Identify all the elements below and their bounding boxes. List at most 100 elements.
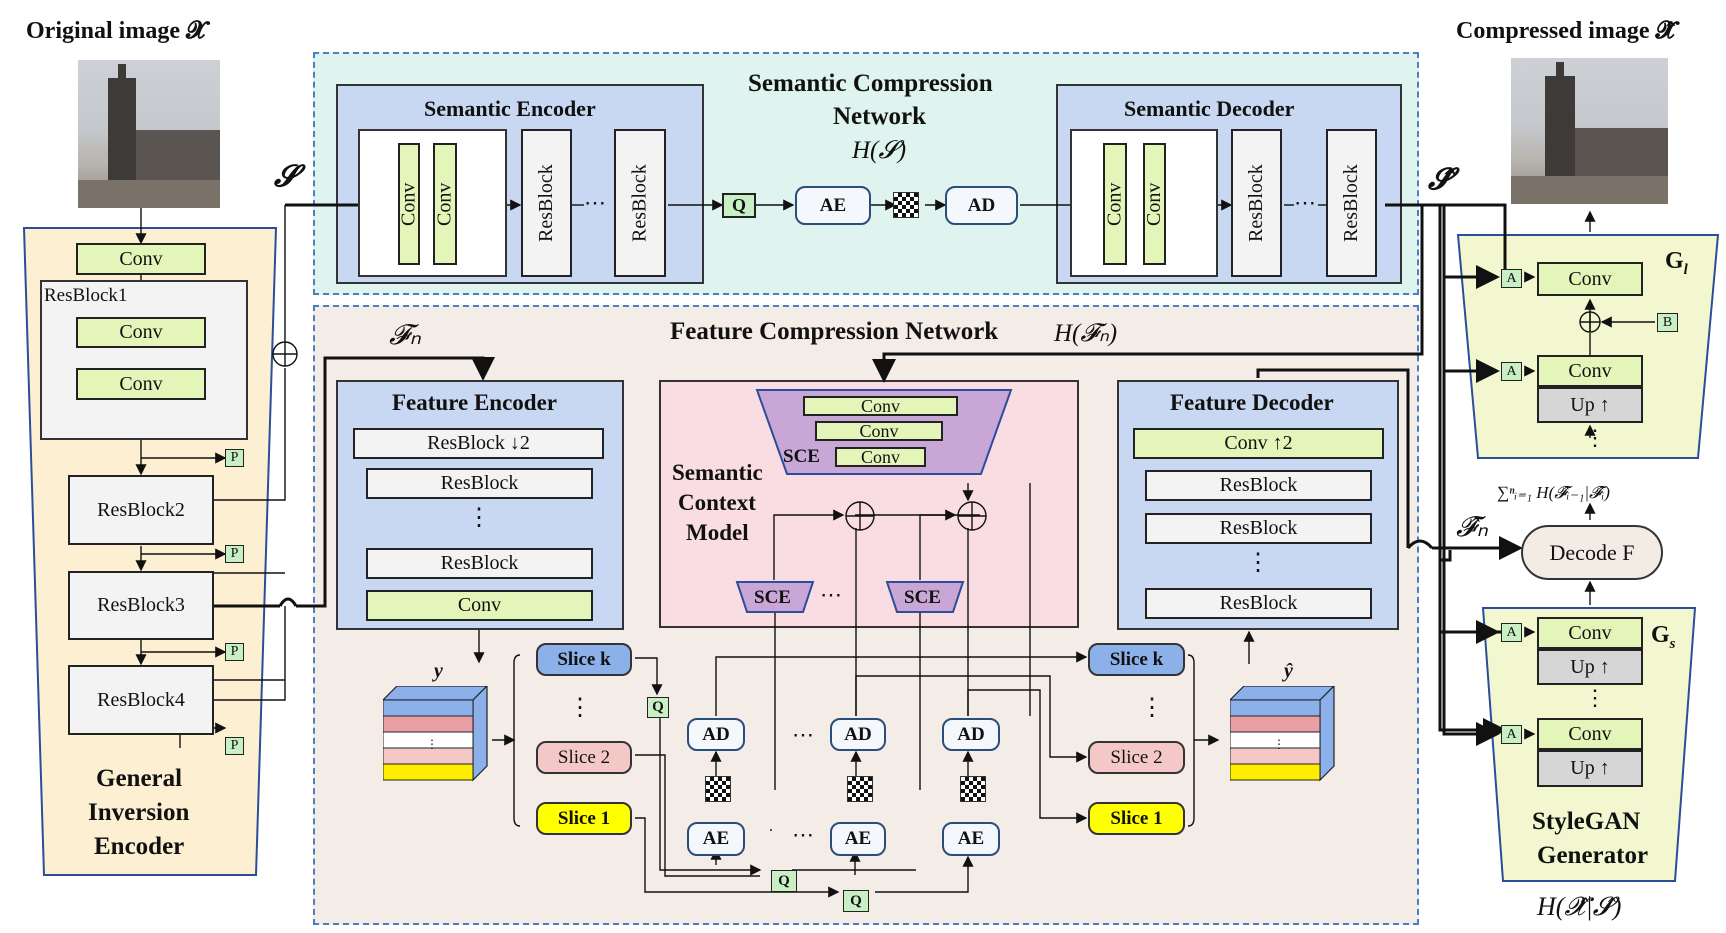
resblock1-conv-a: Conv	[76, 317, 206, 348]
gl-a-top: A	[1501, 269, 1522, 288]
q-slice-2: Q	[771, 870, 797, 892]
semantic-ad: AD	[945, 186, 1018, 225]
original-image	[78, 60, 220, 208]
sce-small-b	[885, 581, 965, 613]
slice-2-right: Slice 2	[1088, 741, 1185, 774]
slice-k-right: Slice k	[1088, 643, 1185, 676]
context-title-2: Context	[678, 490, 756, 515]
resblock1-container	[40, 280, 248, 440]
feature-encoder-block	[336, 380, 624, 630]
semantic-decoder-title: Semantic Decoder	[1124, 96, 1295, 121]
gl-label-main: G	[1665, 248, 1684, 274]
inversion-title-2: Inversion	[88, 799, 190, 826]
inversion-title-3: Encoder	[94, 833, 185, 860]
inversion-title-1: General	[96, 765, 183, 792]
context-dots: ⋯	[820, 582, 842, 607]
gs-up-b: Up ↑	[1537, 750, 1643, 787]
semantic-ae: AE	[795, 186, 871, 225]
gs-a-1: A	[1501, 623, 1522, 642]
symbol-y: y	[434, 660, 443, 682]
p-box-3: P	[225, 643, 244, 661]
semantic-compression-title: Semantic Compression	[748, 70, 993, 97]
feature-decoder-resblock-2: ResBlock	[1145, 513, 1372, 544]
resblock1-label: ResBlock1	[44, 285, 128, 306]
symbol-f-n-hat: 𝓕̂ₙ	[1456, 512, 1488, 543]
gs-label: Gs	[1651, 622, 1676, 653]
ae-2: AE	[830, 822, 886, 856]
semantic-encoder-title: Semantic Encoder	[424, 96, 596, 121]
resblock4: ResBlock4	[68, 665, 214, 735]
sce-conv-1: Conv	[803, 396, 958, 416]
feature-encoder-dots: ⋮	[467, 505, 491, 531]
compressed-image-title: Compressed image 𝓧̂	[1456, 18, 1675, 44]
feature-encoder-conv: Conv	[366, 590, 593, 621]
bitstream-icon-2	[847, 776, 873, 802]
gs-up-a: Up ↑	[1537, 649, 1643, 685]
semantic-encoder-dots: ⋯	[584, 190, 606, 215]
slice-k-left: Slice k	[536, 643, 632, 676]
semantic-q: Q	[722, 193, 756, 218]
symbol-y-hat: ŷ	[1284, 660, 1293, 682]
feature-decoder-conv-up: Conv ↑2	[1133, 428, 1384, 459]
semantic-bitstream-icon	[893, 192, 919, 218]
ad-1: AD	[687, 718, 745, 751]
gs-label-sub: s	[1669, 635, 1676, 652]
sce-small-a	[735, 581, 815, 613]
gl-b: B	[1657, 313, 1678, 332]
sce-conv-2: Conv	[815, 421, 943, 441]
ad-3: AD	[942, 718, 1000, 751]
slice-1-left: Slice 1	[536, 802, 632, 835]
gl-label: Gl	[1665, 248, 1688, 279]
latent-cube-y-hat	[1230, 686, 1335, 782]
ae-dots: ⋯	[792, 822, 814, 847]
semantic-compression-title-2: Network	[833, 103, 927, 130]
sum-rate: ∑ⁿᵢ₌₁ H(𝓕̂ᵢ₋₁|𝓕̂ᵢ)	[1497, 483, 1610, 502]
feature-decoder-resblock-3: ResBlock	[1145, 588, 1372, 619]
ad-2: AD	[830, 718, 886, 751]
context-title-1: Semantic	[672, 460, 763, 485]
bitstream-icon-1	[705, 776, 731, 802]
gl-conv-top: Conv	[1537, 262, 1643, 296]
generator-l-panel	[1456, 234, 1720, 459]
feature-encoder-resblock-1: ResBlock	[366, 468, 593, 499]
p-box-1: P	[225, 449, 244, 467]
cube-y-hat-dots: ⋮	[1273, 737, 1285, 751]
gs-label-main: G	[1651, 622, 1670, 648]
ae-1: AE	[687, 822, 745, 856]
ae-3: AE	[942, 822, 1000, 856]
q-slice-1: Q	[843, 890, 869, 912]
latent-cube-y	[383, 686, 488, 782]
p-box-4: P	[225, 737, 244, 755]
symbol-s-hat: 𝓢̂	[1428, 163, 1452, 196]
feature-rate: H(𝓕ₙ)	[1054, 320, 1118, 347]
gl-up: Up ↑	[1537, 387, 1643, 423]
feature-encoder-resblock-down: ResBlock ↓2	[353, 428, 604, 459]
feature-decoder-title: Feature Decoder	[1170, 390, 1334, 415]
gl-label-sub: l	[1683, 261, 1688, 278]
gs-a-2: A	[1501, 725, 1522, 744]
bitstream-icon-3	[960, 776, 986, 802]
slice-1-right: Slice 1	[1088, 802, 1185, 835]
stylegan-title-1: StyleGAN	[1532, 808, 1641, 835]
gs-conv-b: Conv	[1537, 718, 1643, 750]
slices-right-dots: ⋮	[1140, 695, 1164, 721]
slices-left-dots: ⋮	[568, 695, 592, 721]
slice-2-left: Slice 2	[536, 741, 632, 774]
compressed-image	[1511, 58, 1668, 204]
q-slice-k: Q	[647, 697, 669, 718]
conditional-rate: H(𝓧̂|𝓢̂)	[1537, 892, 1622, 921]
feature-decoder-resblock-1: ResBlock	[1145, 470, 1372, 501]
gl-a-mid: A	[1501, 362, 1522, 381]
context-title-3: Model	[686, 520, 749, 545]
sce-small-b-label: SCE	[904, 587, 941, 608]
ad-dots: ⋯	[792, 722, 814, 747]
feature-decoder-dots: ⋮	[1246, 550, 1270, 576]
decode-f: Decode F	[1521, 525, 1663, 580]
gs-conv-a: Conv	[1537, 617, 1643, 649]
stylegan-title-2: Generator	[1537, 842, 1649, 869]
resblock1-conv-b: Conv	[76, 368, 206, 400]
sce-small-a-label: SCE	[754, 587, 791, 608]
gs-dots: ⋮	[1584, 685, 1606, 710]
